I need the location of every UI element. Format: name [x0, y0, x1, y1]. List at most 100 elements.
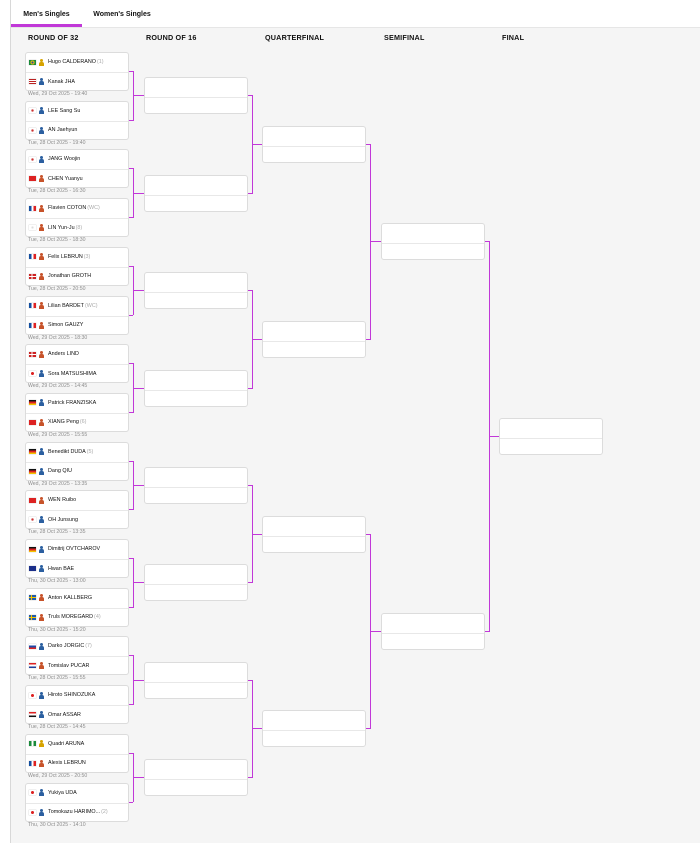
player-avatar-icon — [39, 224, 44, 232]
player-row[interactable]: Hiroto SHINOZUKA — [26, 686, 128, 704]
player-row[interactable]: Felix LEBRUN(3) — [26, 248, 128, 266]
bracket-connector — [129, 363, 133, 365]
player-row[interactable]: LEE Sang Su — [26, 102, 128, 120]
match-card-r32[interactable]: Felix LEBRUN(3)Jonathan GROTH — [25, 246, 129, 286]
match-card-r16[interactable] — [144, 272, 248, 310]
player-name: Benedikt DUDA — [48, 448, 86, 455]
player-name: Sora MATSUSHIMA — [48, 370, 97, 377]
player-row[interactable]: Dimitrij OVTCHAROV — [26, 540, 128, 558]
player-row[interactable]: Flavien COTON(WC) — [26, 199, 128, 217]
bracket-connector — [133, 387, 144, 389]
player-row[interactable]: Truls MOREGARD(4) — [26, 607, 128, 626]
player-row[interactable]: JANG Woojin — [26, 150, 128, 168]
player-seed: (WC) — [87, 205, 100, 212]
player-row[interactable]: Anton KALLBERG — [26, 589, 128, 607]
bracket-connector — [248, 387, 252, 389]
player-avatar-icon — [39, 808, 44, 816]
player-avatar-icon — [39, 175, 44, 183]
player-row[interactable]: WEN Ruibo — [26, 491, 128, 509]
player-avatar-icon — [39, 613, 44, 621]
player-row[interactable]: Omar ASSAR — [26, 705, 128, 723]
bracket-connector — [248, 484, 252, 486]
match-card-r32[interactable]: Benedikt DUDA(5)Dang QIU — [25, 441, 129, 481]
player-slot-empty — [145, 760, 247, 778]
bracket-connector — [133, 192, 144, 194]
match-card-r16[interactable] — [144, 174, 248, 212]
player-slot-empty — [382, 633, 484, 651]
match-card-sf[interactable] — [381, 223, 485, 261]
match-card-r16[interactable] — [144, 466, 248, 504]
flag-icon — [29, 176, 36, 182]
player-row[interactable]: Tomokazu HARIMO...(2) — [26, 802, 128, 821]
player-row[interactable]: Kanak JHA — [26, 72, 128, 90]
player-row[interactable]: Anders LIND — [26, 345, 128, 363]
player-row[interactable]: Jonathan GROTH — [26, 266, 128, 285]
match-card-r16[interactable] — [144, 759, 248, 797]
bracket-connector — [129, 606, 133, 608]
player-row[interactable]: OH Junsung — [26, 510, 128, 528]
match-card-r16[interactable] — [144, 77, 248, 115]
match-card-qf[interactable] — [262, 320, 366, 358]
player-avatar-icon — [39, 496, 44, 504]
round-title-final: FINAL — [502, 33, 525, 42]
player-row[interactable]: Tomislav PUCAR — [26, 656, 128, 674]
player-row[interactable]: Yukiya UDA — [26, 784, 128, 802]
player-name: Tomislav PUCAR — [48, 662, 90, 669]
flag-icon — [29, 108, 36, 114]
match-datetime: Tue, 28 Oct 2025 - 18:30 — [28, 237, 86, 244]
match-card-r16[interactable] — [144, 661, 248, 699]
player-row[interactable]: Benedikt DUDA(5) — [26, 443, 128, 461]
match-card-r32[interactable]: Lilian BARDET(WC)Simon GAUZY — [25, 295, 129, 335]
match-card-r32[interactable]: Flavien COTON(WC)LIN Yun-Ju(8) — [25, 198, 129, 238]
player-row[interactable]: XIANG Peng(6) — [26, 412, 128, 431]
player-avatar-icon — [39, 691, 44, 699]
match-card-sf[interactable] — [381, 613, 485, 651]
player-slot-empty — [145, 584, 247, 602]
player-row[interactable]: AN Jaehyun — [26, 120, 128, 139]
player-row[interactable]: Hugo CALDERANO(1) — [26, 53, 128, 71]
bracket-connector — [133, 484, 144, 486]
match-card-qf[interactable] — [262, 515, 366, 553]
tab-womens-singles[interactable]: Women's Singles — [93, 11, 151, 18]
player-avatar-icon — [39, 448, 44, 456]
match-card-r32[interactable]: Anders LIND Sora MATSUSHIMA — [25, 344, 129, 384]
player-slot-empty — [145, 273, 247, 291]
player-row[interactable]: LIN Yun-Ju(8) — [26, 218, 128, 236]
player-row[interactable]: Quadri ARUNA — [26, 735, 128, 753]
player-row[interactable]: Alexis LEBRUN — [26, 753, 128, 772]
flag-icon — [29, 468, 36, 474]
player-row[interactable]: Darko JORGIC(7) — [26, 637, 128, 655]
player-row[interactable]: Simon GAUZY — [26, 315, 128, 334]
match-card-r16[interactable] — [144, 564, 248, 602]
player-name: Quadri ARUNA — [48, 740, 85, 747]
flag-icon — [29, 225, 36, 231]
match-card-qf[interactable] — [262, 710, 366, 748]
bracket-connector — [129, 119, 133, 121]
player-row[interactable]: CHEN Yuanyu — [26, 169, 128, 187]
match-card-r32[interactable]: Quadri ARUNA Alexis LEBRUN — [25, 733, 129, 773]
match-card-r32[interactable]: Hugo CALDERANO(1)Kanak JHA — [25, 52, 129, 91]
player-name: Felix LEBRUN — [48, 253, 83, 260]
bracket-connector — [129, 704, 133, 706]
player-row[interactable]: Sora MATSUSHIMA — [26, 364, 128, 382]
player-row[interactable]: Hwan BAE — [26, 559, 128, 577]
match-card-r16[interactable] — [144, 369, 248, 407]
player-slot-empty — [145, 779, 247, 797]
match-card-r32[interactable]: Darko JORGIC(7) Tomislav PUCAR — [25, 636, 129, 676]
match-card-qf[interactable] — [262, 126, 366, 164]
tab-mens-singles[interactable]: Men's Singles — [11, 0, 82, 27]
player-row[interactable]: Dang QIU — [26, 461, 128, 480]
player-row[interactable]: Lilian BARDET(WC) — [26, 297, 128, 315]
match-card-final[interactable] — [499, 418, 603, 456]
player-row[interactable]: Patrick FRANZISKA — [26, 394, 128, 412]
bracket-connector — [129, 752, 133, 754]
player-seed: (8) — [75, 224, 83, 231]
